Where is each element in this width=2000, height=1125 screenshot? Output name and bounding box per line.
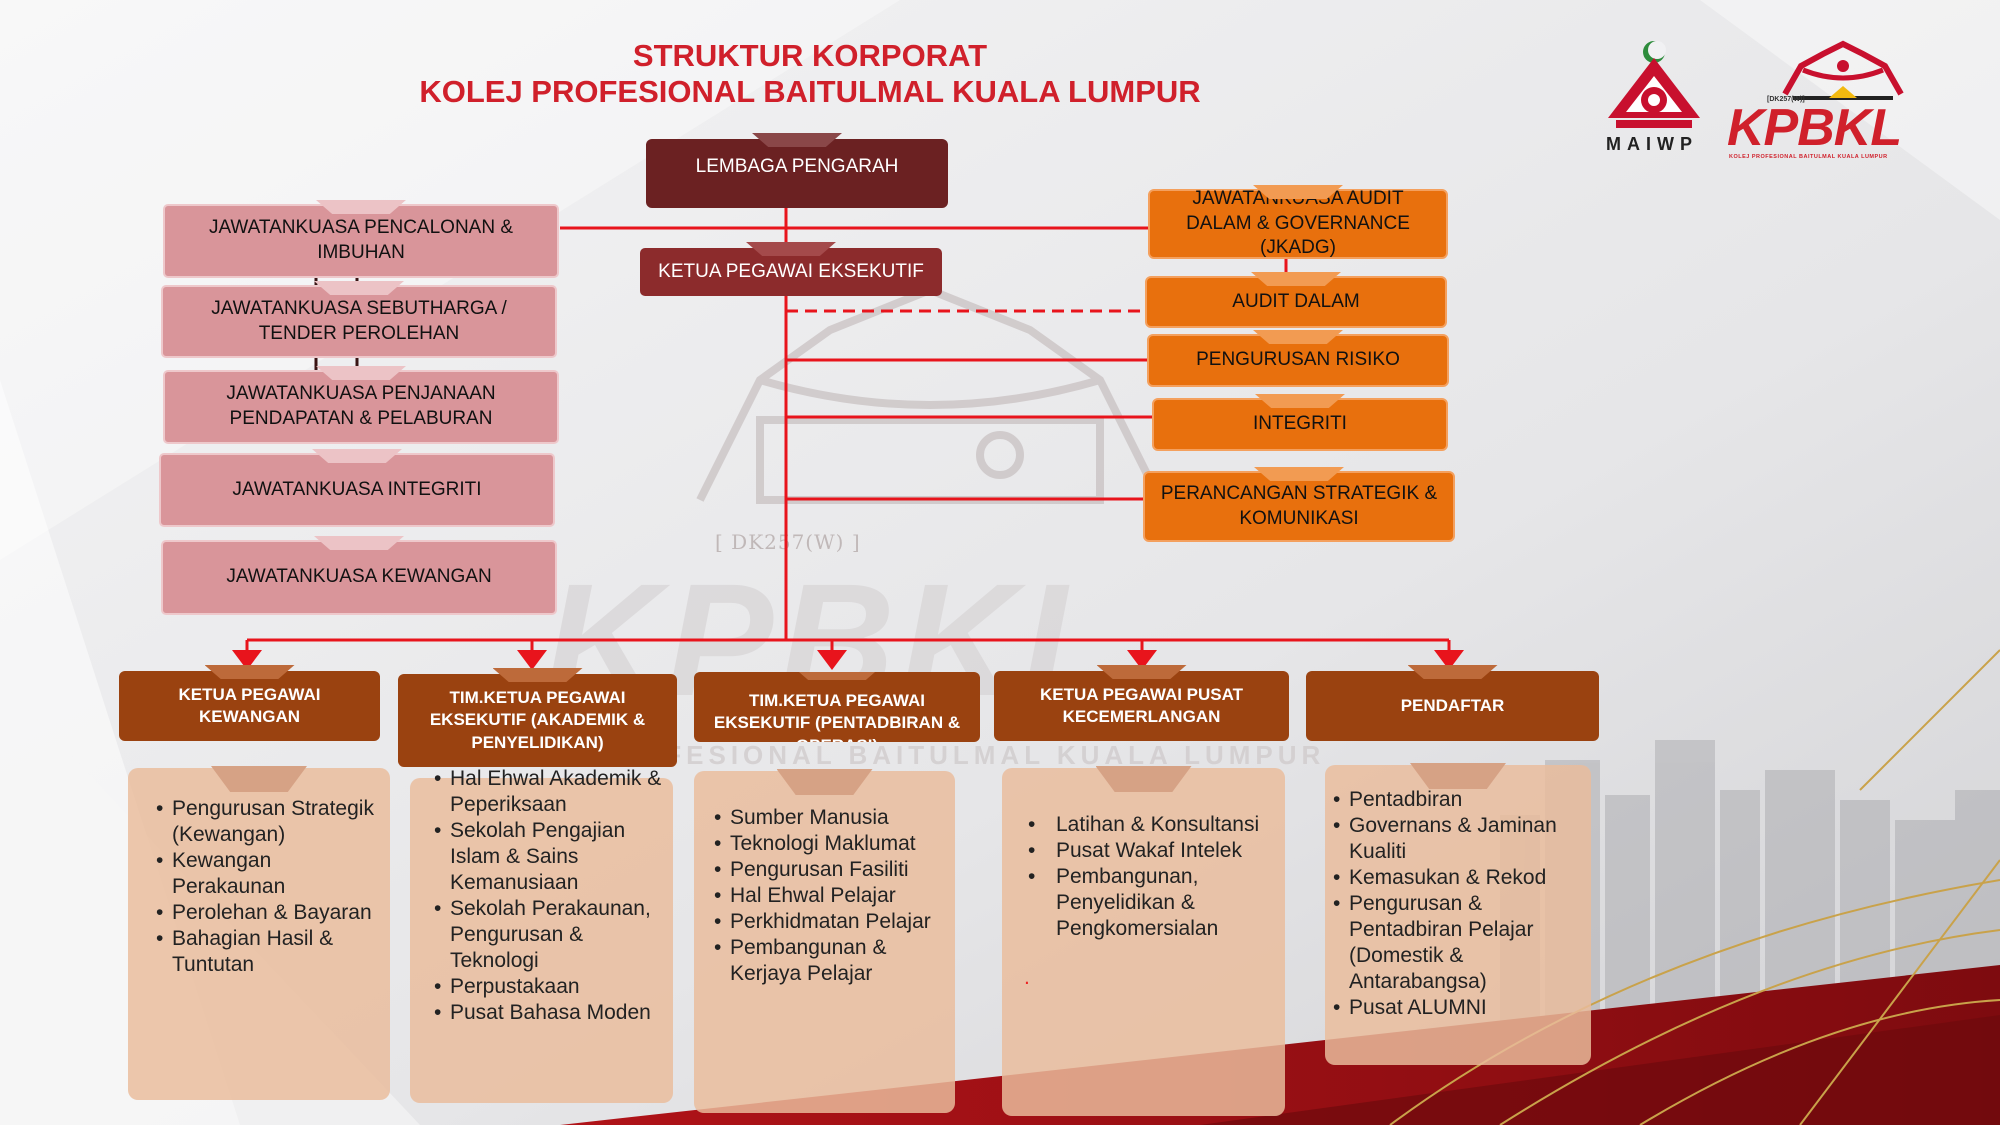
- department-registrar-panel: Pentadbiran Governans & Jaminan Kualiti …: [1325, 763, 1591, 1065]
- department-item-list: Hal Ehwal Akademik & Peperiksaan Sekolah…: [434, 766, 665, 1026]
- kpbkl-logo: [DK257(W)] KPBKL KOLEJ PROFESIONAL BAITU…: [1725, 36, 1950, 161]
- unit-label: AUDIT DALAM: [1232, 290, 1360, 312]
- gold-accent-lines: [1389, 649, 2000, 1125]
- list-item: Pengurusan Strategik (Kewangan): [156, 796, 380, 848]
- list-item: Pembangunan, Penyelidikan & Pengkomersia…: [1028, 864, 1277, 942]
- department-finance-header[interactable]: KETUA PEGAWAI KEWANGAN: [119, 665, 380, 741]
- unit-label: INTEGRITI: [1253, 413, 1347, 435]
- list-item: Perkhidmatan Pelajar: [714, 909, 947, 935]
- kpbkl-emblem-icon: [1782, 40, 1904, 100]
- committee-income-investment[interactable]: JAWATANKUASA PENJANAAN PENDAPATAN & PELA…: [163, 366, 559, 444]
- unit-integrity[interactable]: INTEGRITI: [1152, 394, 1448, 451]
- list-item: Kewangan Perakaunan: [156, 848, 380, 900]
- department-item-list: Latihan & Konsultansi Pusat Wakaf Intele…: [1028, 812, 1277, 942]
- department-excellence-panel: Latihan & Konsultansi Pusat Wakaf Intele…: [1002, 766, 1285, 1116]
- list-item: Perolehan & Bayaran: [156, 900, 380, 926]
- unit-label: JAWATANKUASA AUDIT DALAM & GOVERNANCE (J…: [1186, 187, 1410, 259]
- department-label: PENDAFTAR: [1400, 695, 1505, 715]
- arrow-head: [232, 650, 262, 670]
- list-item: Kemasukan & Rekod: [1333, 865, 1585, 891]
- chart-title-line1: STRUKTUR KORPORAT: [632, 38, 988, 73]
- committee-finance[interactable]: JAWATANKUASA KEWANGAN: [161, 536, 557, 615]
- list-item: Hal Ehwal Akademik & Peperiksaan: [434, 766, 665, 818]
- list-item: Teknologi Maklumat: [714, 831, 947, 857]
- kpbkl-code: [DK257(W)]: [1767, 96, 1805, 103]
- department-label: TIM.KETUA PEGAWAI EKSEKUTIF (PENTADBIRAN…: [713, 691, 961, 742]
- committee-label: JAWATANKUASA KEWANGAN: [226, 566, 492, 588]
- unit-risk-management[interactable]: PENGURUSAN RISIKO: [1147, 330, 1449, 387]
- list-item: Pusat Bahasa Moden: [434, 1000, 665, 1026]
- maiwp-emblem-icon: [1608, 41, 1700, 128]
- department-item-list: Sumber Manusia Teknologi Maklumat Pengur…: [714, 805, 947, 987]
- list-item: Sumber Manusia: [714, 805, 947, 831]
- committee-label: JAWATANKUASA SEBUTHARGA / TENDER PEROLEH…: [211, 297, 507, 344]
- list-item: Pusat ALUMNI: [1333, 995, 1585, 1021]
- department-label: KETUA PEGAWAI PUSAT KECEMERLANGAN: [1039, 684, 1244, 726]
- list-item: Bahagian Hasil & Tuntutan: [156, 926, 380, 978]
- list-item: Pembangunan & Kerjaya Pelajar: [714, 935, 947, 987]
- panel-tab: [1095, 766, 1192, 792]
- department-administration-header[interactable]: TIM.KETUA PEGAWAI EKSEKUTIF (PENTADBIRAN…: [694, 672, 980, 742]
- arrow-head: [517, 650, 547, 670]
- unit-internal-audit[interactable]: AUDIT DALAM: [1145, 272, 1447, 328]
- department-label: TIM.KETUA PEGAWAI EKSEKUTIF (AKADEMIK & …: [429, 687, 646, 752]
- list-item: Pusat Wakaf Intelek: [1028, 838, 1277, 864]
- unit-jkadg[interactable]: JAWATANKUASA AUDIT DALAM & GOVERNANCE (J…: [1148, 185, 1448, 259]
- panel-tab: [211, 766, 307, 792]
- maiwp-caption: MAIWP: [1606, 134, 1698, 154]
- list-item: Sekolah Perakaunan, Pengurusan & Teknolo…: [434, 896, 665, 974]
- department-excellence-header[interactable]: KETUA PEGAWAI PUSAT KECEMERLANGAN: [994, 665, 1289, 741]
- kpbkl-subline: KOLEJ PROFESIONAL BAITULMAL KUALA LUMPUR: [1729, 154, 1888, 160]
- department-academic-header[interactable]: TIM.KETUA PEGAWAI EKSEKUTIF (AKADEMIK & …: [398, 668, 677, 767]
- unit-strategic-planning-communication[interactable]: PERANCANGAN STRATEGIK & KOMUNIKASI: [1143, 467, 1455, 542]
- committee-nomination-remuneration[interactable]: JAWATANKUASA PENCALONAN & IMBUHAN: [163, 200, 559, 278]
- department-item-list: Pengurusan Strategik (Kewangan) Kewangan…: [156, 796, 380, 978]
- committee-label: JAWATANKUASA PENCALONAN & IMBUHAN: [208, 217, 514, 263]
- list-item: Pentadbiran: [1333, 787, 1585, 813]
- arrow-head: [1434, 650, 1464, 670]
- list-item: Latihan & Konsultansi: [1028, 812, 1277, 838]
- stray-bullet: .: [1024, 966, 1030, 989]
- list-item: Governans & Jaminan Kualiti: [1333, 813, 1585, 865]
- department-item-list: Pentadbiran Governans & Jaminan Kualiti …: [1333, 787, 1585, 1021]
- list-item: Pengurusan & Pentadbiran Pelajar (Domest…: [1333, 891, 1585, 995]
- panel-tab: [1410, 763, 1506, 789]
- department-registrar-header[interactable]: PENDAFTAR: [1306, 665, 1599, 741]
- unit-label: PERANCANGAN STRATEGIK & KOMUNIKASI: [1160, 482, 1438, 529]
- panel-tab: [776, 769, 873, 795]
- department-administration-panel: Sumber Manusia Teknologi Maklumat Pengur…: [694, 769, 955, 1113]
- list-item: Perpustakaan: [434, 974, 665, 1000]
- ceo-box[interactable]: KETUA PEGAWAI EKSEKUTIF: [640, 242, 942, 296]
- board-of-directors-box[interactable]: LEMBAGA PENGARAH: [646, 133, 948, 208]
- committee-label: JAWATANKUASA INTEGRITI: [232, 478, 482, 500]
- list-item: Sekolah Pengajian Islam & Sains Kemanusi…: [434, 818, 665, 896]
- chart-title-line2: KOLEJ PROFESIONAL BAITULMAL KUALA LUMPUR: [419, 74, 1201, 109]
- department-academic-panel: Hal Ehwal Akademik & Peperiksaan Sekolah…: [410, 766, 673, 1103]
- list-item: Hal Ehwal Pelajar: [714, 883, 947, 909]
- arrow-head: [1127, 650, 1157, 670]
- committee-label: JAWATANKUASA PENJANAAN PENDAPATAN & PELA…: [226, 383, 496, 429]
- ceo-label: KETUA PEGAWAI EKSEKUTIF: [658, 260, 924, 282]
- kpbkl-wordmark: KPBKL: [1727, 99, 1902, 157]
- arrow-head: [817, 650, 847, 670]
- box-tab: [792, 672, 882, 680]
- committee-integrity[interactable]: JAWATANKUASA INTEGRITI: [159, 449, 555, 527]
- board-label: LEMBAGA PENGARAH: [695, 156, 899, 177]
- arrowheads: [232, 650, 1464, 670]
- committee-tender-procurement[interactable]: JAWATANKUASA SEBUTHARGA / TENDER PEROLEH…: [161, 281, 557, 358]
- department-finance-panel: Pengurusan Strategik (Kewangan) Kewangan…: [128, 766, 390, 1100]
- department-label: KETUA PEGAWAI KEWANGAN: [178, 684, 321, 726]
- maiwp-logo: MAIWP: [1598, 36, 1716, 156]
- list-item: Pengurusan Fasiliti: [714, 857, 947, 883]
- unit-label: PENGURUSAN RISIKO: [1196, 349, 1400, 371]
